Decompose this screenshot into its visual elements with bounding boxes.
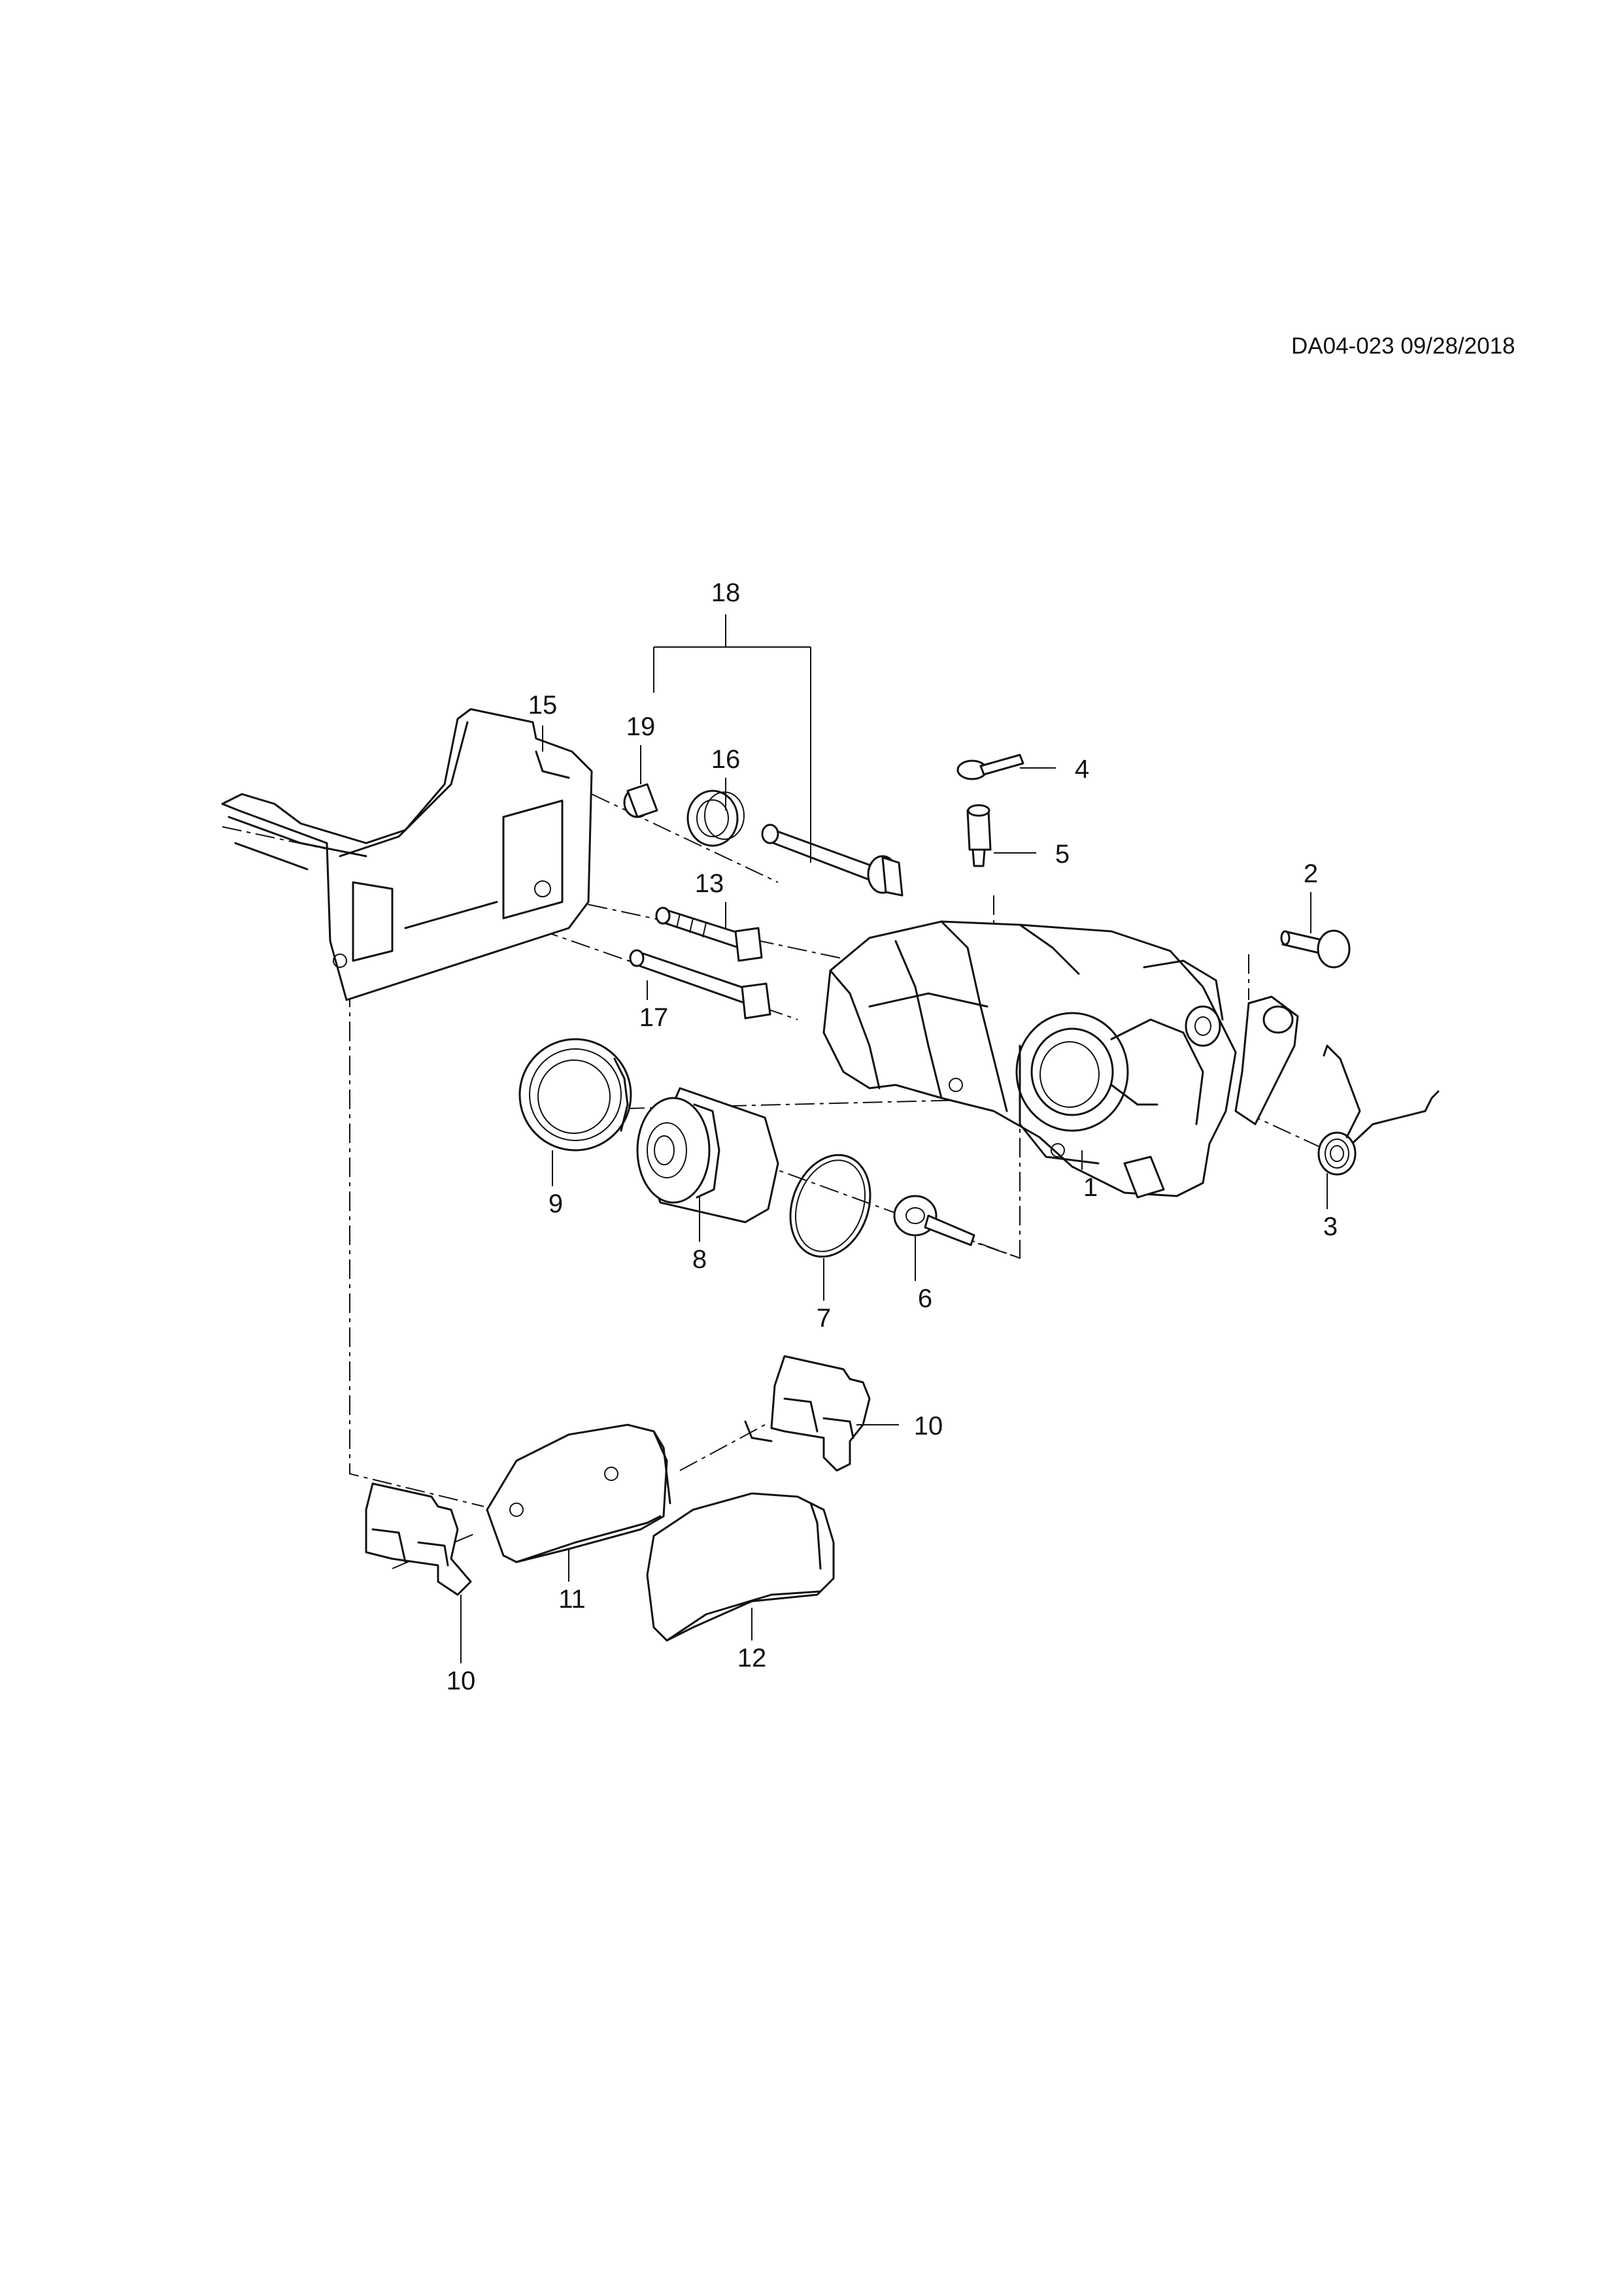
piston-part-8 <box>636 1087 779 1223</box>
callout-19: 19 <box>626 712 656 741</box>
callout-10-upper: 10 <box>914 1412 943 1440</box>
bleeder-screw-part-5 <box>966 804 992 867</box>
callout-16: 16 <box>711 745 741 774</box>
pin-part-2 <box>1280 929 1351 969</box>
callout-18: 18 <box>711 578 741 607</box>
callout-labels: 18 15 19 16 4 5 13 2 17 9 1 3 8 7 6 10 1… <box>447 578 1338 1695</box>
callout-10-lower: 10 <box>447 1667 476 1695</box>
anti-rattle-clip-part-10-upper <box>744 1355 871 1472</box>
callout-15: 15 <box>528 691 558 720</box>
anti-rattle-clip-part-10-lower <box>365 1482 472 1596</box>
parking-lever-bracket <box>1234 995 1299 1125</box>
brake-pad-part-12 <box>646 1492 835 1642</box>
dust-boot-part-9 <box>518 1038 632 1152</box>
callout-4: 4 <box>1075 755 1089 784</box>
bolt-part-13 <box>655 907 763 962</box>
callout-3: 3 <box>1323 1212 1338 1241</box>
bolt-part-6 <box>893 1195 975 1246</box>
document-code: DA04-023 09/28/2018 <box>1291 333 1515 359</box>
callout-12: 12 <box>737 1644 767 1672</box>
callout-9: 9 <box>549 1190 563 1218</box>
bolt-part-17 <box>629 949 771 1020</box>
bleeder-cap-part-4 <box>956 754 1024 780</box>
callout-2: 2 <box>1304 859 1318 888</box>
leader-lines <box>460 614 1328 1663</box>
brake-pad-part-11 <box>486 1423 671 1563</box>
callout-7: 7 <box>817 1304 831 1333</box>
boot-part-16 <box>686 790 745 847</box>
callout-8: 8 <box>692 1245 707 1274</box>
callout-13: 13 <box>695 869 724 898</box>
slide-pin-bushing-part-19 <box>623 783 658 818</box>
callout-11: 11 <box>558 1585 586 1614</box>
callout-1: 1 <box>1083 1173 1098 1202</box>
spring-part-3 <box>1317 1044 1440 1176</box>
seal-ring-part-7 <box>789 1154 871 1258</box>
callout-6: 6 <box>918 1284 932 1313</box>
callout-5: 5 <box>1055 840 1070 869</box>
caliper-housing-part-1 <box>822 920 1237 1199</box>
caliper-bracket-part-15 <box>221 708 593 1001</box>
guide-pin-part-18 <box>761 824 904 897</box>
callout-17: 17 <box>639 1003 669 1032</box>
